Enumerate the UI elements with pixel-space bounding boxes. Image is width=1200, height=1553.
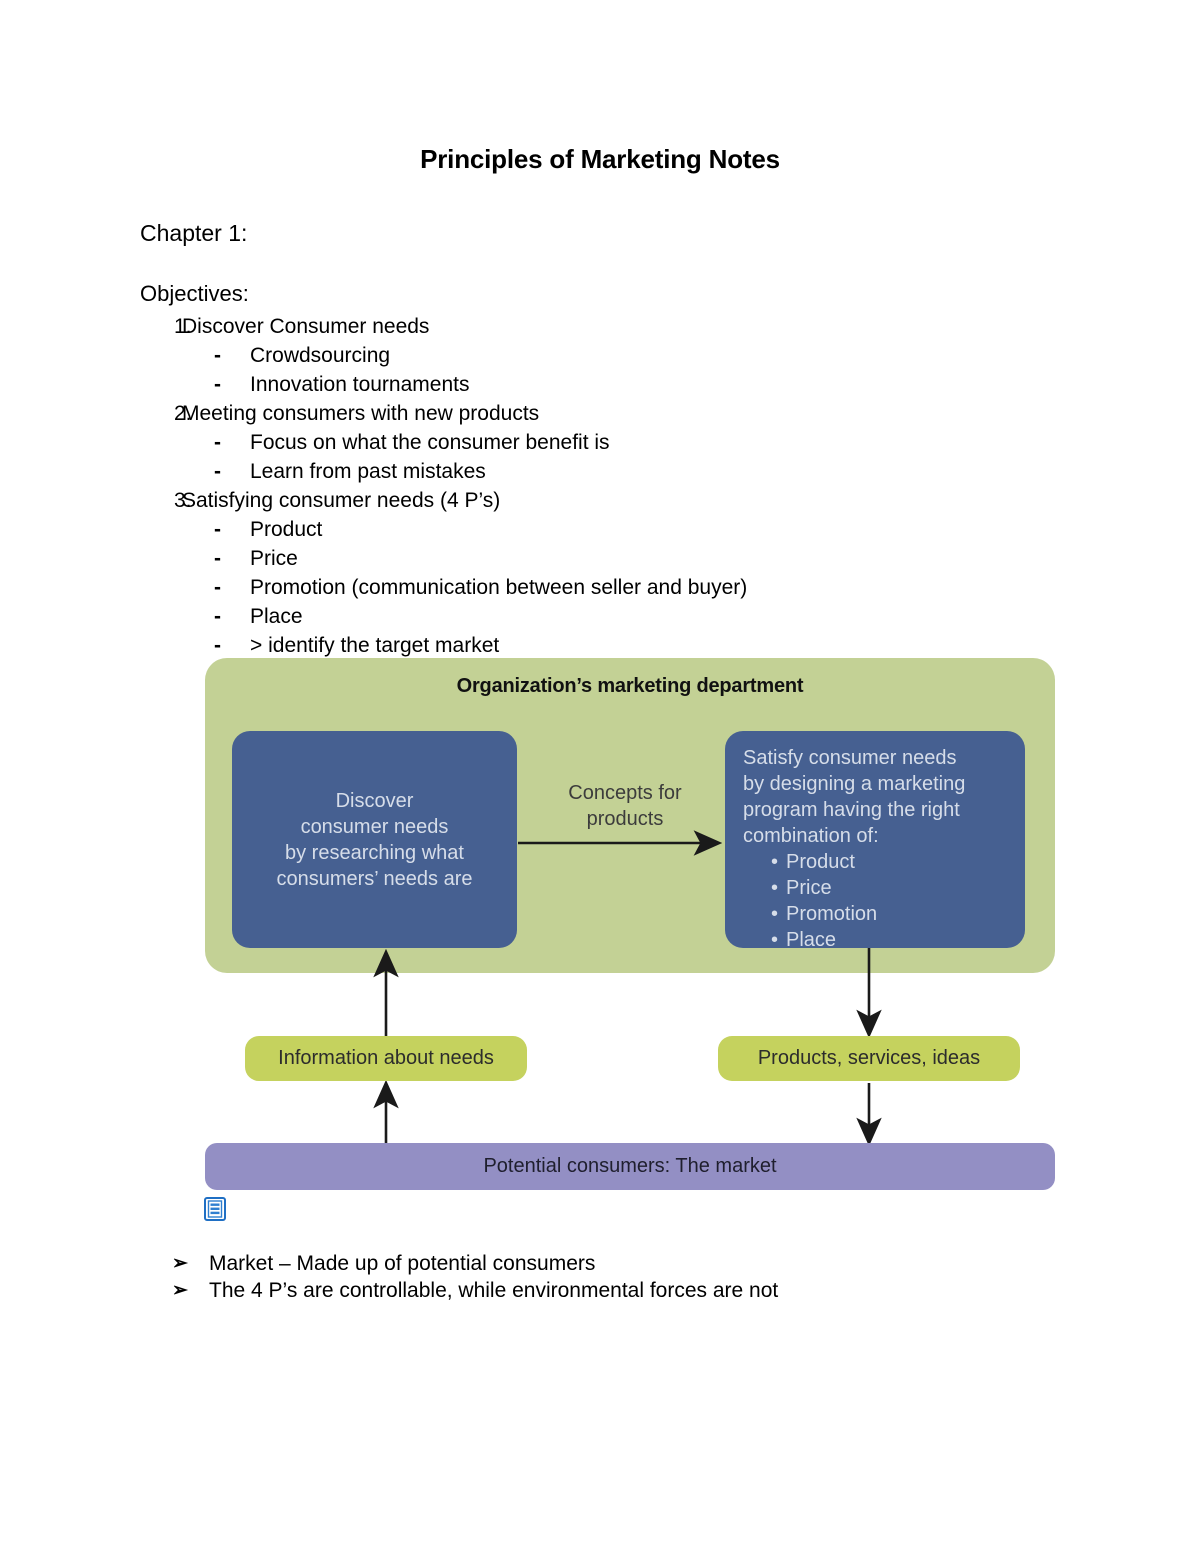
- list-marker: 1.: [174, 315, 192, 338]
- subitem-label: Focus on what the consumer benefit is: [250, 431, 610, 454]
- information-about-needs-pill: Information about needs: [245, 1036, 527, 1081]
- note-label: Market – Made up of potential consumers: [209, 1252, 596, 1275]
- dash-marker: -: [214, 373, 221, 396]
- dash-marker: -: [214, 460, 221, 483]
- satisfy-line-2: by designing a marketing: [743, 773, 966, 795]
- list-marker: 3.: [174, 489, 192, 512]
- discover-line-3: by researching what: [285, 841, 464, 864]
- satisfy-line-1: Satisfy consumer needs: [743, 747, 957, 769]
- outline-subitem: - Innovation tournaments: [140, 370, 1040, 399]
- subitem-label: Price: [250, 547, 298, 570]
- discover-line-1: Discover: [335, 789, 414, 812]
- subitem-label: > identify the target market: [250, 634, 500, 657]
- subitem-label: Product: [250, 518, 323, 541]
- page-title: Principles of Marketing Notes: [420, 144, 780, 174]
- satisfy-line-4: combination of:: [743, 825, 879, 847]
- objectives-label: Objectives:: [140, 281, 249, 306]
- dash-marker: -: [214, 431, 221, 454]
- chapter-heading: Chapter 1:: [140, 220, 248, 246]
- dash-marker: -: [214, 634, 221, 657]
- outline-subitem: - Promotion (communication between selle…: [140, 573, 1040, 602]
- note-label: The 4 P’s are controllable, while enviro…: [209, 1279, 779, 1302]
- outline-subitem: - Product: [140, 515, 1040, 544]
- products-services-ideas-pill: Products, services, ideas: [718, 1036, 1020, 1081]
- list-item-label: Meeting consumers with new products: [182, 402, 540, 425]
- dash-marker: -: [214, 576, 221, 599]
- list-item-label: Discover Consumer needs: [182, 315, 430, 338]
- objectives-outline: 1. Discover Consumer needs - Crowdsourci…: [140, 312, 1040, 660]
- document-object-icon[interactable]: [204, 1197, 226, 1221]
- discover-consumer-needs-box: Discover consumer needs by researching w…: [232, 731, 517, 948]
- discover-line-2: consumer needs: [300, 815, 449, 838]
- concepts-line-2: products: [586, 808, 664, 830]
- four-ps-list: Product Price Promotion Place: [743, 849, 1025, 953]
- subitem-label: Promotion (communication between seller …: [250, 576, 748, 599]
- summary-notes-list: ➢ Market – Made up of potential consumer…: [172, 1250, 1072, 1304]
- arrow-bullet-icon: ➢: [172, 1280, 188, 1301]
- list-item: ➢ The 4 P’s are controllable, while envi…: [172, 1277, 1072, 1304]
- list-marker: 2.: [174, 402, 192, 425]
- panel-title: Organization’s marketing department: [456, 675, 804, 697]
- outline-subitem: - Focus on what the consumer benefit is: [140, 428, 1040, 457]
- discover-line-4: consumers’ needs are: [276, 867, 473, 890]
- four-ps-item: Promotion: [771, 901, 1025, 927]
- dash-marker: -: [214, 605, 221, 628]
- concepts-for-products-label: Concepts for products: [525, 780, 725, 832]
- satisfy-consumer-needs-box: Satisfy consumer needs by designing a ma…: [725, 731, 1025, 951]
- outline-item: 2. Meeting consumers with new products: [140, 399, 1040, 428]
- outline-subitem: - > identify the target market: [140, 631, 1040, 660]
- list-item-label: Satisfying consumer needs (4 P’s): [182, 489, 501, 512]
- subitem-label: Crowdsourcing: [250, 344, 391, 367]
- subitem-label: Innovation tournaments: [250, 373, 470, 396]
- dash-marker: -: [214, 518, 221, 541]
- concepts-line-1: Concepts for: [568, 782, 682, 804]
- outline-subitem: - Crowdsourcing: [140, 341, 1040, 370]
- outline-subitem: - Learn from past mistakes: [140, 457, 1040, 486]
- marketing-department-diagram: Organization’s marketing department Disc…: [205, 658, 1055, 1193]
- four-ps-item: Price: [771, 875, 1025, 901]
- outline-subitem: - Price: [140, 544, 1040, 573]
- dash-marker: -: [214, 547, 221, 570]
- subitem-label: Place: [250, 605, 303, 628]
- four-ps-item: Product: [771, 849, 1025, 875]
- outline-subitem: - Place: [140, 602, 1040, 631]
- outline-item: 1. Discover Consumer needs: [140, 312, 1040, 341]
- arrow-bullet-icon: ➢: [172, 1253, 188, 1274]
- outline-item: 3. Satisfying consumer needs (4 P’s): [140, 486, 1040, 515]
- subitem-label: Learn from past mistakes: [250, 460, 486, 483]
- four-ps-item: Place: [771, 927, 1025, 953]
- satisfy-line-3: program having the right: [743, 799, 960, 821]
- potential-consumers-bar: Potential consumers: The market: [205, 1143, 1055, 1190]
- list-item: ➢ Market – Made up of potential consumer…: [172, 1250, 1072, 1277]
- dash-marker: -: [214, 344, 221, 367]
